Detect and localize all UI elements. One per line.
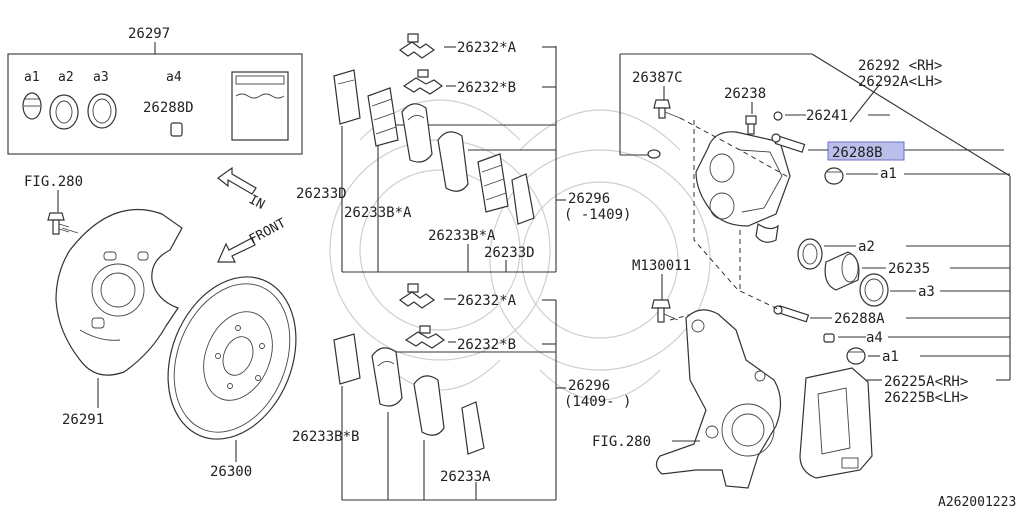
brake-pad-icon xyxy=(437,131,469,192)
bleeder-screw-icon xyxy=(745,115,757,135)
lower-shim-b-b: 26233B*B xyxy=(292,429,359,445)
backing-plate-icon xyxy=(55,208,183,376)
pad-clip-a-icon xyxy=(398,33,436,59)
pad-clip-b-icon xyxy=(404,325,446,349)
rotor-number: 26300 xyxy=(210,464,252,480)
bolt-icon xyxy=(47,212,79,235)
upper-clip-a: 26232*A xyxy=(457,40,517,56)
caliper-lh-number: 26292A<LH> xyxy=(858,74,942,90)
in-arrow-icon xyxy=(217,166,257,195)
kit-item-a4: a4 xyxy=(166,70,182,85)
lower-clip-a: 26232*A xyxy=(457,293,517,309)
sleeve-icon xyxy=(823,333,835,343)
a2-label: a2 xyxy=(858,239,875,255)
upper-clip-b: 26232*B xyxy=(457,80,516,96)
caliper-rh-number: 26292 <RH> xyxy=(858,58,942,74)
upper-shim-d: 26233D xyxy=(296,186,347,202)
caliper-support-icon xyxy=(799,367,873,479)
kit-item-a1: a1 xyxy=(24,70,40,85)
caliper-bolt-number: 26387C xyxy=(632,70,683,86)
pad-clip-b-icon xyxy=(402,69,444,95)
a1-top-label: a1 xyxy=(880,166,897,182)
brake-pad-icon xyxy=(371,347,403,407)
bleeder-number: 26238 xyxy=(724,86,766,102)
a3-label: a3 xyxy=(918,284,935,300)
guide-pin-icon xyxy=(771,133,806,153)
upper-pad-set: 26296 xyxy=(568,191,610,207)
dust-boot-icon xyxy=(859,273,889,307)
bolt-icon xyxy=(653,99,681,119)
piston-number: 26235 xyxy=(888,261,930,277)
boot-icon xyxy=(824,167,844,185)
shim-icon xyxy=(511,173,535,225)
sleeve-icon xyxy=(170,122,183,137)
brake-rotor-icon xyxy=(167,276,297,440)
shim-icon xyxy=(333,333,361,385)
dust-boot-icon xyxy=(87,93,117,129)
pin-lower-number: 26288A xyxy=(834,311,885,327)
shim-icon xyxy=(477,153,509,213)
brake-pad-icon xyxy=(401,103,433,163)
bolt-icon xyxy=(651,299,679,323)
fig280-top-label: FIG.280 xyxy=(24,174,83,190)
upper-shim-d-right: 26233D xyxy=(484,245,535,261)
pad-clip-a-icon xyxy=(398,283,436,309)
front-arrow-icon xyxy=(217,237,256,263)
kit-part-26288D: 26288D xyxy=(143,100,194,116)
diagram-code: A262001223 xyxy=(938,495,1016,510)
upper-pad-set-range: ( -1409) xyxy=(564,207,631,223)
support-lh-number: 26225B<LH> xyxy=(884,390,968,406)
steering-knuckle-icon xyxy=(655,309,782,489)
pin-highlight-number: 26288B xyxy=(832,145,883,161)
grease-packet-icon xyxy=(231,71,289,141)
seal-ring-icon xyxy=(797,238,823,270)
kit-item-a2: a2 xyxy=(58,70,74,85)
left-assembly: FIG.280 IN FRONT 26291 xyxy=(24,166,297,480)
boot-icon xyxy=(22,92,42,120)
washer-icon xyxy=(647,149,661,159)
highlight-26288B xyxy=(827,141,905,161)
cap-number: 26241 xyxy=(806,108,848,124)
backing-plate-number: 26291 xyxy=(62,412,104,428)
a4-label: a4 xyxy=(866,330,883,346)
kit-number: 26297 xyxy=(128,26,170,42)
a1-bottom-label: a1 xyxy=(882,349,899,365)
bolt-m-number: M130011 xyxy=(632,258,691,274)
lower-pad-set: 26296 xyxy=(568,378,610,394)
cap-icon xyxy=(773,111,783,121)
in-label: IN xyxy=(246,192,267,213)
lower-shim-a: 26233A xyxy=(440,469,491,485)
kit-26297: 26297 a1 a2 a3 a4 26288D xyxy=(7,26,303,155)
guide-pin-icon xyxy=(773,305,810,323)
pad-set-lower: 26232*A 26232*B 26233B*B 26233A 26296 (1… xyxy=(292,283,631,501)
kit-item-a3: a3 xyxy=(93,70,109,85)
brake-pad-icon xyxy=(413,375,445,436)
upper-shim-b-a-left: 26233B*A xyxy=(344,205,412,221)
front-label: FRONT xyxy=(247,216,289,248)
caliper-body-icon xyxy=(695,131,791,243)
boot-icon xyxy=(846,347,866,365)
upper-shim-b-a-right: 26233B*A xyxy=(428,228,496,244)
piston-icon xyxy=(824,251,860,291)
lower-pad-set-range: (1409- ) xyxy=(564,394,631,410)
lower-clip-b: 26232*B xyxy=(457,337,516,353)
caliper-assembly: 26387C 26238 26241 26292 <RH> 26292A<LH> xyxy=(592,53,1011,489)
support-rh-number: 26225A<RH> xyxy=(884,374,968,390)
shim-icon xyxy=(461,401,485,455)
shim-icon xyxy=(367,87,399,147)
shim-icon xyxy=(333,69,361,125)
fig280-bottom-label: FIG.280 xyxy=(592,434,651,450)
pad-set-upper: 26232*A 26232*B xyxy=(296,33,631,273)
seal-ring-icon xyxy=(49,94,79,130)
